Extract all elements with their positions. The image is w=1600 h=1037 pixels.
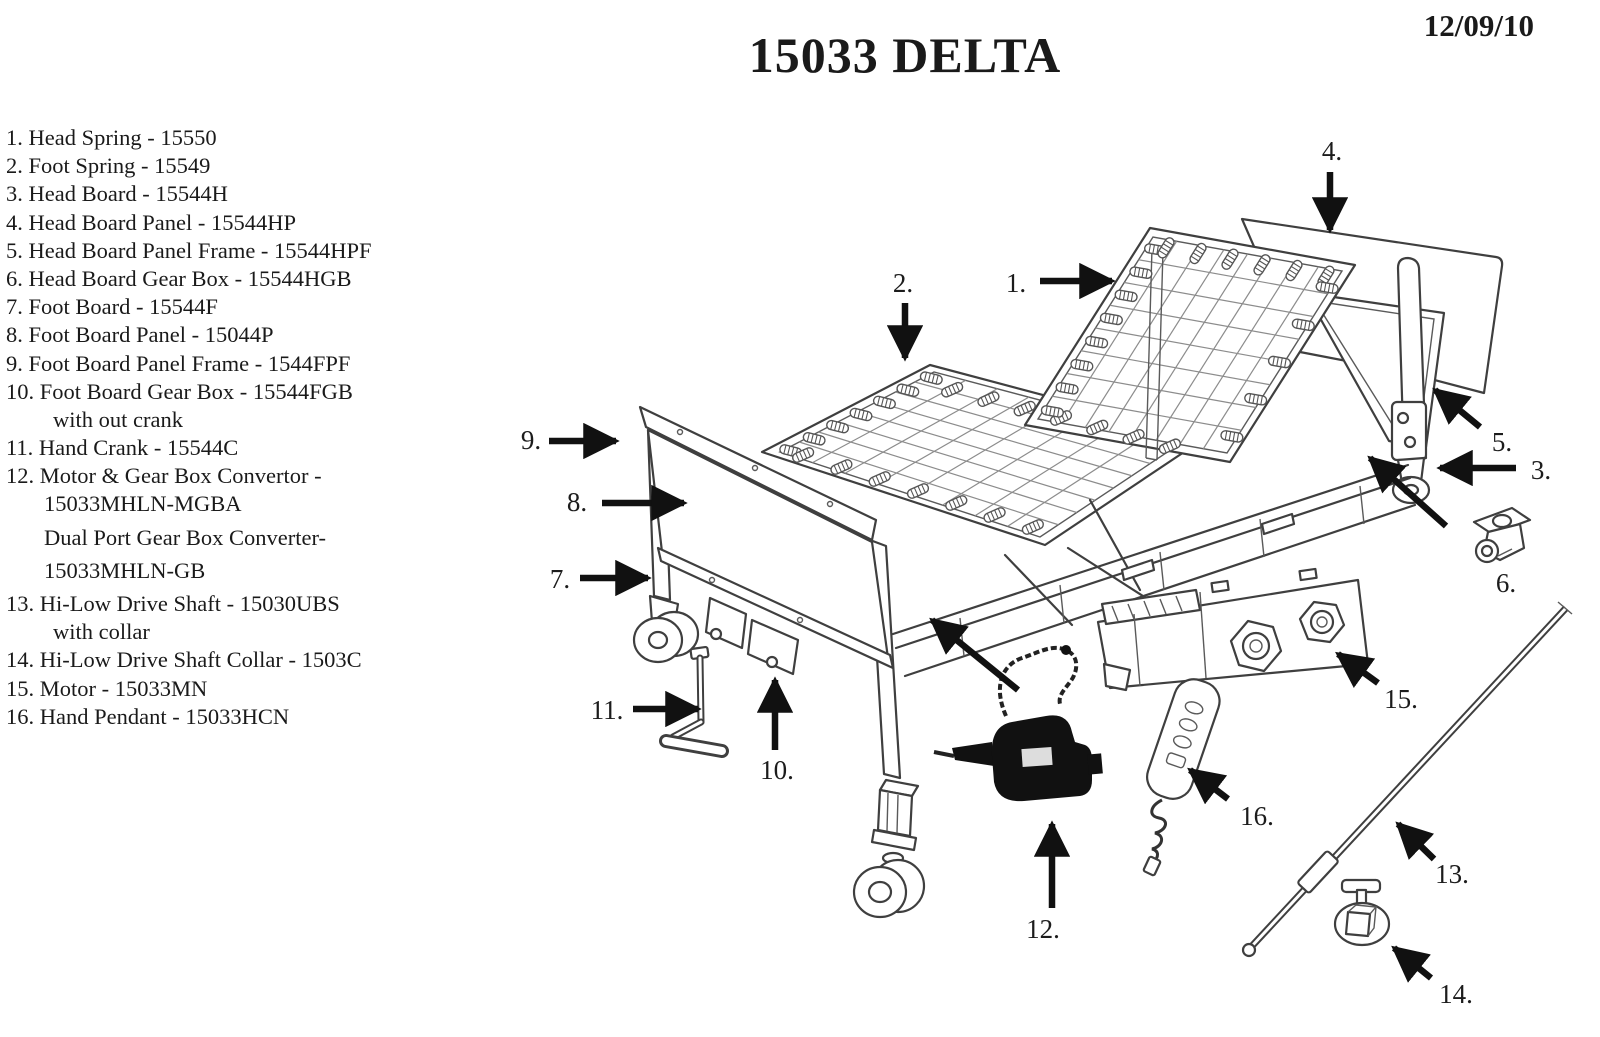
arrow-5 [1432, 387, 1483, 430]
foot-board-drawing [632, 405, 926, 919]
callout-arrows [549, 172, 1516, 983]
parts-list-row: 13. Hi-Low Drive Shaft - 15030UBS [6, 591, 340, 616]
parts-list-row: 5. Head Board Panel Frame - 15544HPF [6, 237, 372, 263]
parts-list-row: Dual Port Gear Box Converter- [44, 524, 326, 550]
parts-list-row: 8. Foot Board Panel - 15044P [6, 322, 274, 348]
callout-15: 15. [1384, 684, 1418, 714]
callout-9: 9. [521, 425, 541, 455]
parts-list-row: 14. Hi-Low Drive Shaft Collar - 1503C [6, 647, 362, 673]
callout-1: 1. [1006, 268, 1026, 298]
callout-10: 10. [760, 755, 794, 785]
parts-list: 1. Head Spring - 15550 2. Foot Spring - … [6, 124, 436, 731]
callout-11: 11. [591, 695, 624, 725]
arrow-14 [1391, 945, 1434, 983]
callout-12: 12. [1026, 914, 1060, 944]
drive-shaft-collar-drawing [1333, 878, 1391, 947]
arrow-15 [1335, 651, 1380, 688]
page-title: 15033 DELTA [748, 27, 1062, 83]
arrow-13 [1395, 821, 1437, 862]
parts-list-row: 12. Motor & Gear Box Convertor - [6, 463, 322, 489]
callout-2: 2. [893, 268, 913, 298]
head-board-gear-box-drawing [1472, 506, 1532, 564]
parts-list-row: with out crank [53, 406, 183, 432]
callout-14: 14. [1439, 979, 1473, 1009]
head-spring-drawing [1023, 226, 1357, 464]
callout-5: 5. [1492, 427, 1512, 457]
hi-low-drive-shaft-drawing [1241, 601, 1573, 958]
parts-list-row: 11. Hand Crank - 15544C [6, 435, 239, 461]
callout-16: 16. [1240, 801, 1274, 831]
head-board-drawing [1390, 256, 1431, 505]
hand-pendant-drawing [1142, 678, 1221, 877]
parts-list-row: 15033MHLN-GB [44, 557, 206, 583]
callout-6: 6. [1496, 568, 1516, 598]
callout-labels: 1. 2. 3. 4. 5. 6. 7. 8. 9. 10. 11. 12. 1… [521, 136, 1551, 1009]
parts-list-row: 15. Motor - 15033MN [6, 675, 208, 701]
callout-8: 8. [567, 487, 587, 517]
parts-list-row: 4. Head Board Panel - 15544HP [6, 209, 296, 235]
arrow-16 [1187, 767, 1230, 805]
arrow-12-mount [929, 617, 1021, 693]
motor-gear-box-convertor-drawing [933, 645, 1103, 802]
callout-4: 4. [1322, 136, 1342, 166]
motor-drawing [1096, 567, 1370, 692]
parts-list-row: 1. Head Spring - 15550 [6, 125, 217, 150]
parts-list-row: with collar [53, 619, 150, 645]
callout-7: 7. [550, 564, 570, 594]
parts-list-row: 10. Foot Board Gear Box - 15544FGB [6, 378, 353, 404]
parts-list-row: 2. Foot Spring - 15549 [6, 153, 211, 179]
callout-13: 13. [1435, 859, 1469, 889]
parts-list-row: 3. Head Board - 15544H [6, 181, 228, 207]
callout-3: 3. [1531, 455, 1551, 485]
parts-list-row: 16. Hand Pendant - 15033HCN [6, 703, 290, 729]
parts-list-row: 15033MHLN-MGBA [44, 491, 242, 517]
hand-crank-drawing [659, 645, 729, 758]
revision-date: 12/09/10 [1423, 8, 1534, 43]
foot-board-gear-box-drawing [704, 596, 800, 676]
base-frame-drawing [891, 463, 1417, 678]
arrow-6 [1367, 455, 1449, 529]
parts-list-row: 9. Foot Board Panel Frame - 1544FPF [6, 350, 351, 376]
parts-list-row: 7. Foot Board - 15544F [6, 294, 218, 320]
parts-list-row: 6. Head Board Gear Box - 15544HGB [6, 265, 352, 291]
